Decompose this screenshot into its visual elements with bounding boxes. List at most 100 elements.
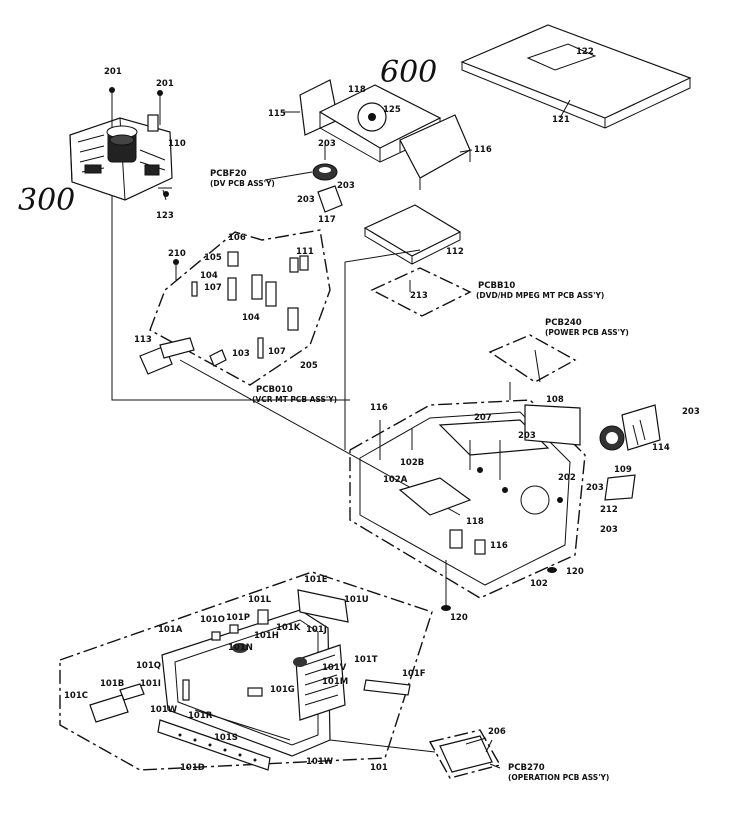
power-pcb-outline bbox=[488, 334, 577, 383]
operation-pcb-outline bbox=[428, 729, 502, 779]
label-110: 110 bbox=[168, 139, 186, 149]
strip-101e bbox=[297, 589, 349, 623]
label-205: 205 bbox=[300, 361, 318, 371]
bracket-108 bbox=[524, 404, 581, 446]
label-203: 203 bbox=[518, 431, 536, 441]
label-101k: 101K bbox=[276, 623, 301, 633]
label-116: 116 bbox=[490, 541, 508, 551]
handwritten-600: 600 bbox=[380, 55, 437, 90]
label-101i: 101I bbox=[140, 679, 161, 689]
label-pcb240: PCB240 bbox=[545, 318, 582, 328]
label-201: 201 bbox=[104, 67, 122, 77]
label-pcb010-desc: (VCR MT PCB ASS'Y) bbox=[252, 395, 337, 404]
label-101w: 101W bbox=[150, 705, 178, 715]
label-203: 203 bbox=[318, 139, 336, 149]
label-101f: 101F bbox=[402, 669, 426, 679]
label-pcbf20: PCBF20 bbox=[210, 169, 247, 179]
label-116: 116 bbox=[370, 403, 388, 413]
label-pcb270: PCB270 bbox=[508, 763, 545, 773]
label-203: 203 bbox=[682, 407, 700, 417]
label-101j: 101J bbox=[306, 625, 327, 635]
label-101d: 101D bbox=[180, 763, 205, 773]
vcr-pcb-outline bbox=[149, 229, 331, 386]
label-203: 203 bbox=[297, 195, 315, 205]
label-203: 203 bbox=[337, 181, 355, 191]
label-101l: 101L bbox=[248, 595, 272, 605]
label-118: 118 bbox=[348, 85, 366, 95]
label-112: 112 bbox=[446, 247, 464, 257]
label-106: 106 bbox=[228, 233, 246, 243]
label-pcb240-desc: (POWER PCB ASS'Y) bbox=[545, 328, 629, 337]
label-111: 111 bbox=[296, 247, 314, 257]
label-101e: 101E bbox=[304, 575, 328, 585]
mpeg-bracket bbox=[363, 204, 462, 265]
label-125: 125 bbox=[383, 105, 401, 115]
label-212: 212 bbox=[600, 505, 618, 515]
label-207: 207 bbox=[474, 413, 492, 423]
handwritten-300: 300 bbox=[18, 183, 75, 218]
strip-101d bbox=[157, 719, 271, 771]
label-101h: 101H bbox=[254, 631, 279, 641]
fan-114 bbox=[599, 404, 661, 451]
label-202: 202 bbox=[558, 473, 576, 483]
label-113: 113 bbox=[134, 335, 152, 345]
label-101b: 101B bbox=[100, 679, 124, 689]
label-101u: 101U bbox=[344, 595, 369, 605]
label-118: 118 bbox=[466, 517, 484, 527]
label-101t: 101T bbox=[354, 655, 378, 665]
label-107: 107 bbox=[268, 347, 286, 357]
label-101q: 101Q bbox=[136, 661, 161, 671]
label-105: 105 bbox=[204, 253, 222, 263]
label-210: 210 bbox=[168, 249, 186, 259]
mpeg-pcb-outline bbox=[370, 267, 472, 317]
label-116: 116 bbox=[474, 145, 492, 155]
label-101w: 101W bbox=[306, 757, 334, 767]
label-120: 120 bbox=[450, 613, 468, 623]
label-101r: 101R bbox=[188, 711, 213, 721]
label-pcb010: PCB010 bbox=[256, 385, 293, 395]
label-109: 109 bbox=[614, 465, 632, 475]
label-203: 203 bbox=[600, 525, 618, 535]
label-101n: 101N bbox=[228, 643, 253, 653]
vcr-pcb-parts bbox=[139, 251, 309, 375]
label-121: 121 bbox=[552, 115, 570, 125]
bar-101f bbox=[363, 679, 411, 696]
label-pcbb10: PCBB10 bbox=[478, 281, 515, 291]
label-117: 117 bbox=[318, 215, 336, 225]
label-122: 122 bbox=[576, 47, 594, 57]
strip-101d-dots bbox=[178, 733, 257, 762]
lens-101b bbox=[119, 683, 145, 701]
label-107: 107 bbox=[204, 283, 222, 293]
label-101m: 101M bbox=[322, 677, 348, 687]
front-panel-outline bbox=[59, 571, 433, 771]
lens-101c bbox=[89, 694, 129, 723]
label-101s: 101S bbox=[214, 733, 238, 743]
label-103: 103 bbox=[232, 349, 250, 359]
dvd-loader bbox=[299, 79, 471, 190]
chassis-parts bbox=[359, 411, 571, 586]
label-108: 108 bbox=[546, 395, 564, 405]
front-panel bbox=[161, 609, 346, 757]
label-101c: 101C bbox=[64, 691, 88, 701]
label-pcb270-desc: (OPERATION PCB ASS'Y) bbox=[508, 773, 609, 782]
label-114: 114 bbox=[652, 443, 670, 453]
top-cover bbox=[460, 24, 692, 129]
label-101a: 101A bbox=[158, 625, 183, 635]
label-104: 104 bbox=[200, 271, 218, 281]
dv-pcb bbox=[312, 145, 343, 213]
label-101o: 101O bbox=[200, 615, 225, 625]
label-101p: 101P bbox=[226, 613, 250, 623]
label-201: 201 bbox=[156, 79, 174, 89]
label-115: 115 bbox=[268, 109, 286, 119]
label-102b: 102B bbox=[400, 458, 424, 468]
main-chassis-outline bbox=[349, 399, 586, 599]
label-104: 104 bbox=[242, 313, 260, 323]
label-pcbb10-desc: (DVD/HD MPEG MT PCB ASS'Y) bbox=[476, 291, 604, 300]
label-102: 102 bbox=[530, 579, 548, 589]
label-102a: 102A bbox=[383, 475, 408, 485]
label-213: 213 bbox=[410, 291, 428, 301]
vcr-mechanism bbox=[69, 87, 173, 201]
label-206: 206 bbox=[488, 727, 506, 737]
label-120: 120 bbox=[566, 567, 584, 577]
